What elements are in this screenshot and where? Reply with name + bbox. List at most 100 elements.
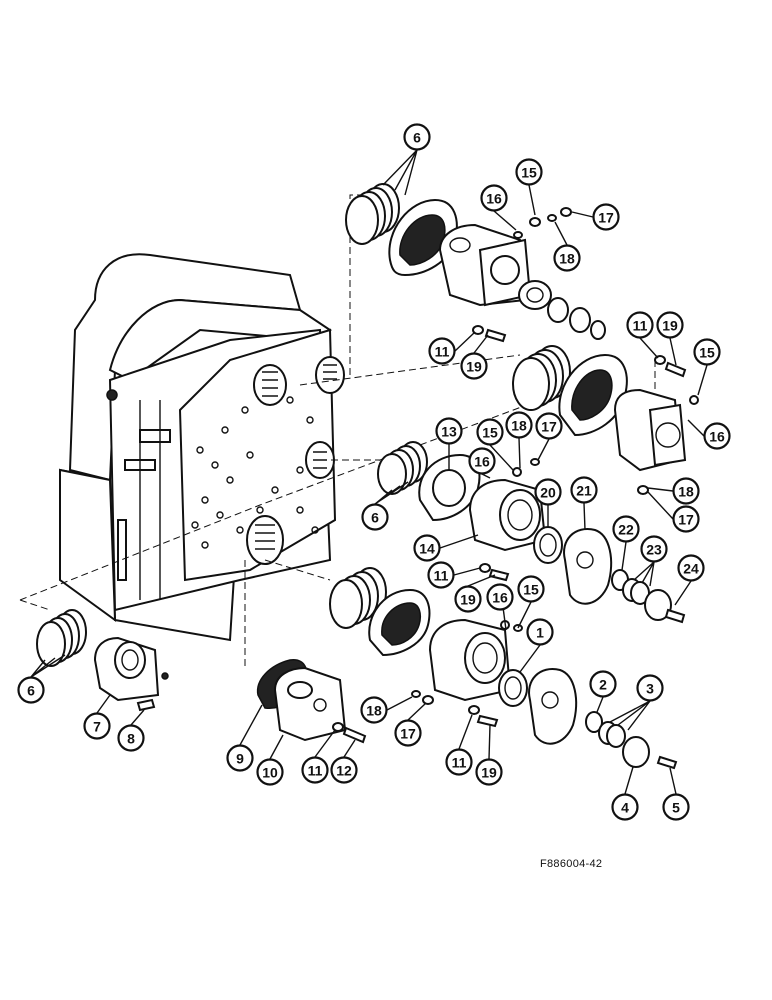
callout-circle xyxy=(517,575,545,603)
callout-label: 6 xyxy=(27,683,35,699)
callout-circle xyxy=(475,758,503,786)
callout-16: 16 xyxy=(486,583,514,611)
callout-label: 4 xyxy=(621,800,629,816)
callout-22: 22 xyxy=(612,515,640,543)
callout-label: 18 xyxy=(366,703,382,719)
callout-4: 4 xyxy=(611,793,639,821)
callout-11: 11 xyxy=(626,311,654,339)
callout-label: 15 xyxy=(482,425,498,441)
callout-circle xyxy=(394,719,422,747)
callout-17: 17 xyxy=(672,505,700,533)
callout-1: 1 xyxy=(526,618,554,646)
callout-label: 20 xyxy=(540,485,556,501)
callout-label: 6 xyxy=(413,130,421,146)
callout-label: 17 xyxy=(598,210,614,226)
spring-pack-upper xyxy=(345,183,400,245)
callout-12: 12 xyxy=(330,756,358,784)
callout-circle xyxy=(454,585,482,613)
callout-circle xyxy=(428,337,456,365)
callout-circle xyxy=(526,618,554,646)
pump-assembly xyxy=(256,659,367,744)
callout-circle xyxy=(535,412,563,440)
callout-label: 19 xyxy=(662,318,678,334)
left-cover-assembly xyxy=(36,609,169,712)
callout-7: 7 xyxy=(83,712,111,740)
upper-pto-assembly xyxy=(345,183,606,343)
callout-18: 18 xyxy=(553,244,581,272)
callout-circle xyxy=(553,244,581,272)
callout-11: 11 xyxy=(427,561,455,589)
callout-label: 12 xyxy=(336,763,352,779)
callout-circle xyxy=(677,554,705,582)
callout-5: 5 xyxy=(662,793,690,821)
figure-reference: F886004-42 xyxy=(540,858,603,870)
callout-circle xyxy=(570,476,598,504)
callout-label: 16 xyxy=(474,454,490,470)
callout-14: 14 xyxy=(413,534,441,562)
callout-6: 6 xyxy=(403,123,431,151)
callout-label: 17 xyxy=(678,512,694,528)
callout-label: 2 xyxy=(599,677,607,693)
middle-pto-assembly xyxy=(377,441,686,624)
callout-circle xyxy=(592,203,620,231)
callout-17: 17 xyxy=(592,203,620,231)
callout-circle xyxy=(480,184,508,212)
callout-11: 11 xyxy=(428,337,456,365)
callout-circle xyxy=(413,534,441,562)
callout-18: 18 xyxy=(672,477,700,505)
shaft-upper xyxy=(253,356,345,406)
callout-3: 3 xyxy=(636,674,664,702)
transmission-housing xyxy=(59,253,345,642)
callout-circle xyxy=(589,670,617,698)
callout-15: 15 xyxy=(693,338,721,366)
callout-circle xyxy=(612,515,640,543)
lower-pto-assembly xyxy=(329,567,678,770)
callout-16: 16 xyxy=(703,422,731,450)
callout-13: 13 xyxy=(435,417,463,445)
callout-circle xyxy=(226,744,254,772)
callout-circle xyxy=(672,477,700,505)
callout-16: 16 xyxy=(468,447,496,475)
callout-label: 18 xyxy=(511,418,527,434)
callout-circle xyxy=(361,503,389,531)
callout-circle xyxy=(330,756,358,784)
callout-label: 15 xyxy=(523,582,539,598)
callout-label: 11 xyxy=(434,568,449,584)
callout-19: 19 xyxy=(454,585,482,613)
callout-circle xyxy=(83,712,111,740)
callout-circle xyxy=(403,123,431,151)
callout-label: 24 xyxy=(683,561,699,577)
callout-21: 21 xyxy=(570,476,598,504)
callout-label: 9 xyxy=(236,751,244,767)
callout-label: 22 xyxy=(618,522,634,538)
callout-label: 16 xyxy=(709,429,725,445)
callout-circle xyxy=(17,676,45,704)
callout-circle xyxy=(656,311,684,339)
callout-circle xyxy=(256,758,284,786)
callout-18: 18 xyxy=(360,696,388,724)
callout-circle xyxy=(672,505,700,533)
callout-label: 18 xyxy=(559,251,575,267)
callout-11: 11 xyxy=(445,748,473,776)
callout-label: 5 xyxy=(672,800,680,816)
callout-15: 15 xyxy=(476,418,504,446)
callout-label: 21 xyxy=(576,483,592,499)
callout-circle xyxy=(117,724,145,752)
callout-label: 1 xyxy=(536,625,544,641)
callout-label: 14 xyxy=(419,541,435,557)
callout-label: 11 xyxy=(308,763,323,779)
callout-20: 20 xyxy=(534,478,562,506)
callout-circle xyxy=(636,674,664,702)
callout-circle xyxy=(435,417,463,445)
callout-label: 19 xyxy=(466,359,482,375)
callout-label: 13 xyxy=(441,424,457,440)
callout-15: 15 xyxy=(517,575,545,603)
callout-circle xyxy=(640,535,668,563)
right-pto-assembly xyxy=(512,345,699,495)
callout-circle xyxy=(662,793,690,821)
callout-10: 10 xyxy=(256,758,284,786)
callout-18: 18 xyxy=(505,411,533,439)
callout-label: 15 xyxy=(699,345,715,361)
callout-circle xyxy=(468,447,496,475)
